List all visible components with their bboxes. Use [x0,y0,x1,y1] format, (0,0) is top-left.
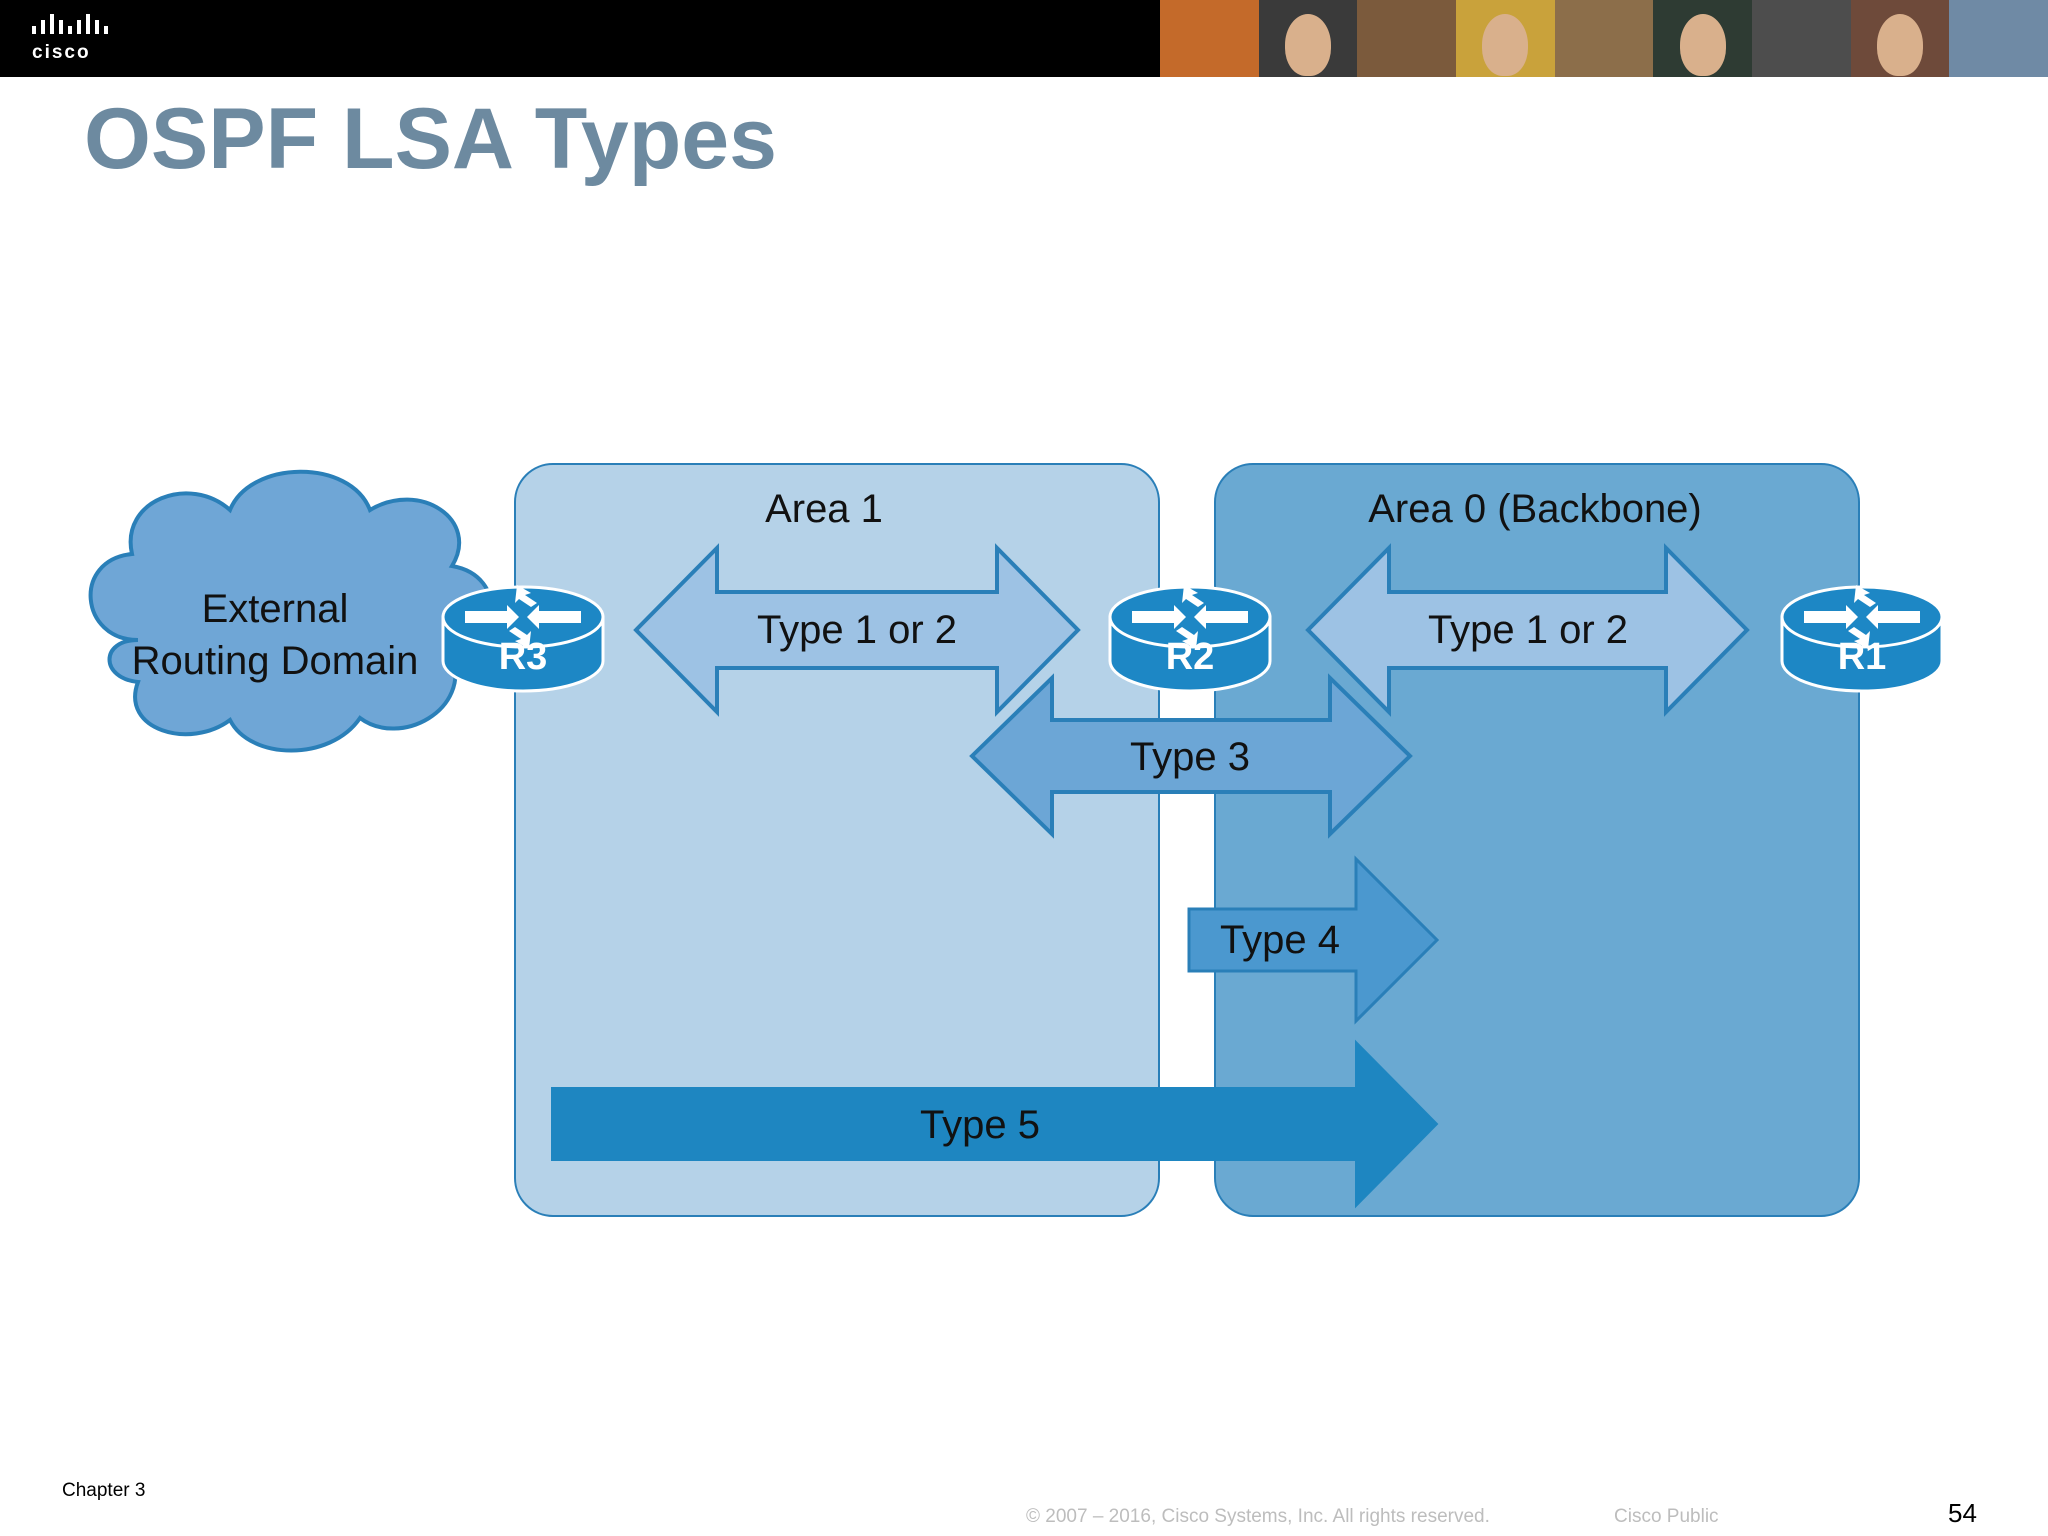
photo-tile [1456,0,1555,77]
cloud-label-line2: Routing Domain [132,639,419,683]
type-1-or-2-label-area-0: Type 1 or 2 [1428,608,1628,652]
photo-tile [1752,0,1851,77]
router-r3-label: R3 [499,636,548,678]
slide-title: OSPF LSA Types [84,91,777,187]
photo-tile [1554,0,1654,77]
router-r1-icon [1780,585,1944,693]
type-1-or-2-arrow-area-0 [1305,543,1750,717]
router-r2: R2 [1108,585,1272,693]
photo-tile [1653,0,1753,77]
area-1-label: Area 1 [765,487,883,531]
photo-strip [1160,0,2048,77]
ospf-lsa-diagram: Area 1 Area 0 (Backbone) External Routin… [88,463,1944,1217]
type-3-label: Type 3 [1130,735,1250,779]
person-photo-icon [1285,14,1331,76]
footer-classification: Cisco Public [1614,1506,1719,1527]
person-photo-icon [1482,14,1529,76]
router-r2-label: R2 [1166,636,1215,678]
photo-tile [1949,0,2048,77]
type-5-arrow [551,1039,1439,1209]
page-number: 54 [1948,1498,1977,1528]
type-3-arrow [969,673,1413,839]
external-routing-domain-cloud: External Routing Domain [88,469,494,753]
top-banner: cisco [0,0,2048,77]
cisco-bars-icon [32,14,108,34]
footer-chapter: Chapter 3 [62,1480,146,1501]
cisco-logo: cisco [26,14,116,64]
router-r1-label: R1 [1838,636,1887,678]
router-r3: R3 [441,585,605,693]
type-1-or-2-arrow-area-1 [633,543,1081,717]
person-photo-icon [1877,14,1924,76]
router-r1: R1 [1780,585,1944,693]
photo-tile [1258,0,1358,77]
photo-tile [1850,0,1950,77]
type-4-arrow [1187,855,1440,1025]
cisco-wordmark: cisco [32,42,91,63]
router-r3-icon [441,585,605,693]
photo-tile [1160,0,1259,77]
type-4-label: Type 4 [1220,918,1340,962]
footer-copyright: © 2007 – 2016, Cisco Systems, Inc. All r… [1026,1506,1490,1527]
photo-tile [1357,0,1457,77]
cloud-label-line1: External [202,587,349,631]
type-5-label: Type 5 [920,1103,1040,1147]
type-1-or-2-label-area-1: Type 1 or 2 [757,608,957,652]
person-photo-icon [1679,14,1726,76]
router-r2-icon [1108,585,1272,693]
area-0-label: Area 0 (Backbone) [1368,487,1702,531]
